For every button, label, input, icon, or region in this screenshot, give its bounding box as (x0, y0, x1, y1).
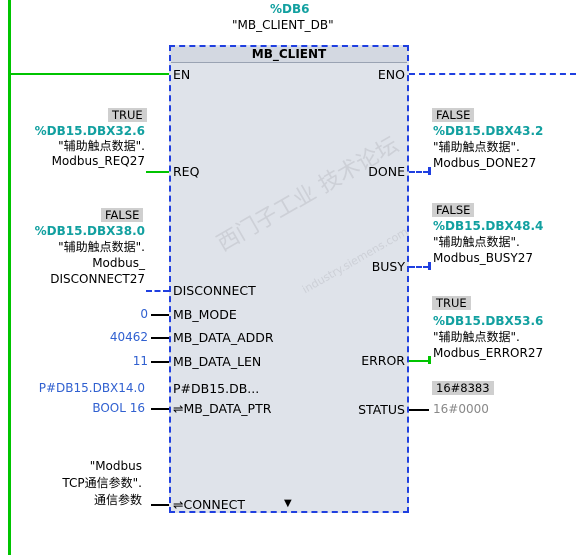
busy-address[interactable]: %DB15.DBX48.4 (433, 219, 544, 233)
error-address[interactable]: %DB15.DBX53.6 (433, 314, 544, 328)
disconnect-address[interactable]: %DB15.DBX38.0 (34, 224, 145, 238)
status-value-badge: 16#8383 (432, 381, 494, 395)
mb-data-ptr-value-2[interactable]: BOOL 16 (92, 401, 145, 415)
done-wire (409, 171, 429, 173)
mb-mode-value[interactable]: 0 (140, 307, 148, 321)
busy-symbol-tag[interactable]: Modbus_BUSY27 (433, 251, 534, 265)
status-variable[interactable]: 16#0000 (433, 402, 489, 416)
mb-data-len-value[interactable]: 11 (132, 354, 148, 368)
connect-symbol-2[interactable]: TCP通信参数". (62, 476, 142, 490)
disconnect-symbol-tag-1[interactable]: Modbus_ (92, 256, 145, 270)
done-address[interactable]: %DB15.DBX43.2 (433, 124, 544, 138)
busy-wire (409, 266, 429, 268)
power-rail (8, 0, 11, 555)
collapse-arrow-icon[interactable]: ▼ (284, 498, 292, 509)
block-title: MB_CLIENT (171, 47, 407, 63)
pin-busy[interactable]: BUSY (371, 259, 405, 274)
pin-mb-data-ptr[interactable]: ⇌MB_DATA_PTR (173, 401, 272, 416)
pin-req[interactable]: REQ (173, 164, 200, 179)
req-address[interactable]: %DB15.DBX32.6 (34, 124, 145, 138)
done-symbol-db[interactable]: "辅助触点数据". (433, 140, 520, 154)
mb-mode-wire (151, 314, 169, 316)
pin-mb-data-len[interactable]: MB_DATA_LEN (173, 354, 262, 369)
req-state-badge: TRUE (108, 108, 147, 122)
pin-mb-mode[interactable]: MB_MODE (173, 307, 237, 322)
done-state-badge: FALSE (432, 108, 475, 122)
error-state-badge: TRUE (432, 296, 471, 310)
req-symbol-db[interactable]: "辅助触点数据". (58, 139, 145, 153)
disconnect-state-badge: FALSE (101, 208, 144, 222)
busy-state-badge: FALSE (432, 203, 475, 217)
error-symbol-tag[interactable]: Modbus_ERROR27 (433, 346, 544, 360)
status-wire (409, 409, 429, 411)
instance-db-address[interactable]: %DB6 (270, 2, 310, 16)
pin-done[interactable]: DONE (368, 164, 405, 179)
req-symbol-tag[interactable]: Modbus_REQ27 (51, 154, 145, 168)
pin-mb-data-addr[interactable]: MB_DATA_ADDR (173, 330, 274, 345)
mb-data-addr-value[interactable]: 40462 (109, 330, 148, 344)
error-wire-end (428, 356, 431, 364)
done-symbol-tag[interactable]: Modbus_DONE27 (433, 156, 537, 170)
req-wire (146, 171, 169, 173)
en-wire (11, 73, 169, 75)
instance-db-name[interactable]: "MB_CLIENT_DB" (232, 18, 334, 32)
mb-data-ptr-value-1[interactable]: P#DB15.DBX14.0 (38, 381, 145, 395)
pin-eno[interactable]: ENO (377, 67, 405, 82)
pin-error[interactable]: ERROR (361, 353, 405, 368)
eno-wire (409, 73, 576, 75)
pin-status[interactable]: STATUS (358, 402, 405, 417)
busy-symbol-db[interactable]: "辅助触点数据". (433, 235, 520, 249)
disconnect-wire (146, 290, 169, 292)
connect-symbol-3[interactable]: 通信参数 (93, 493, 142, 507)
connect-symbol-1[interactable]: "Modbus (89, 459, 142, 473)
connect-wire (151, 504, 169, 506)
pin-connect[interactable]: ⇌CONNECT (173, 497, 246, 512)
disconnect-symbol-db[interactable]: "辅助触点数据". (58, 240, 145, 254)
pin-disconnect[interactable]: DISCONNECT (173, 283, 256, 298)
mb-data-ptr-wire (151, 408, 169, 410)
busy-wire-end (428, 262, 431, 270)
error-wire (409, 360, 429, 362)
mb-data-len-wire (151, 361, 169, 363)
done-wire-end (428, 167, 431, 175)
pin-en[interactable]: EN (173, 67, 191, 82)
error-symbol-db[interactable]: "辅助触点数据". (433, 330, 520, 344)
mb-client-block[interactable]: MB_CLIENT (169, 45, 409, 513)
disconnect-symbol-tag-2[interactable]: DISCONNECT27 (50, 272, 145, 286)
mb-data-addr-wire (151, 337, 169, 339)
pin-mb-data-ptr-value[interactable]: P#DB15.DB... (173, 381, 260, 396)
